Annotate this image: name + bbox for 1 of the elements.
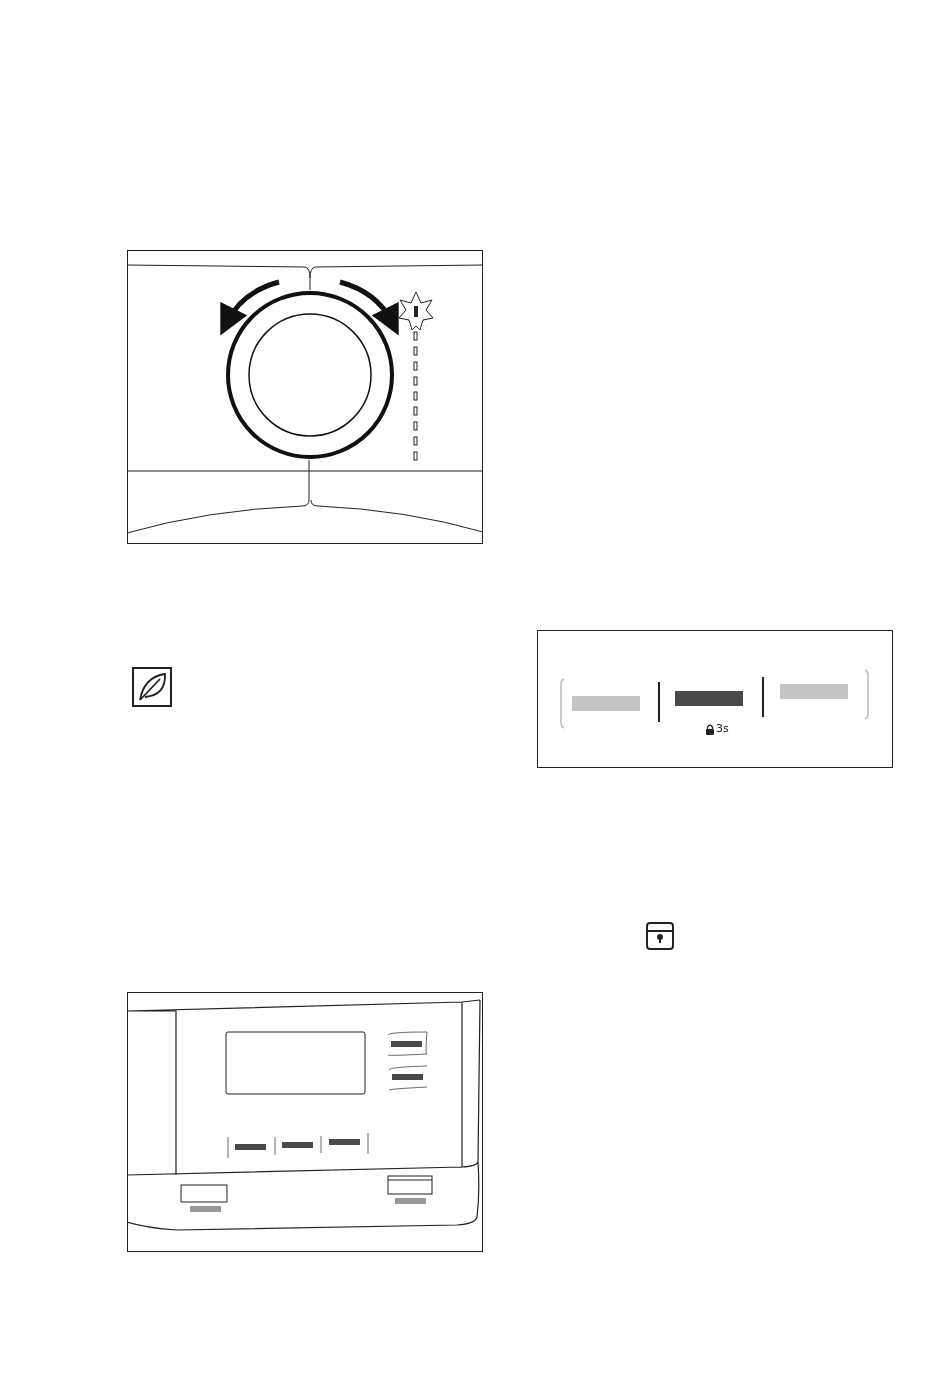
duration-label: 3s — [716, 722, 729, 736]
